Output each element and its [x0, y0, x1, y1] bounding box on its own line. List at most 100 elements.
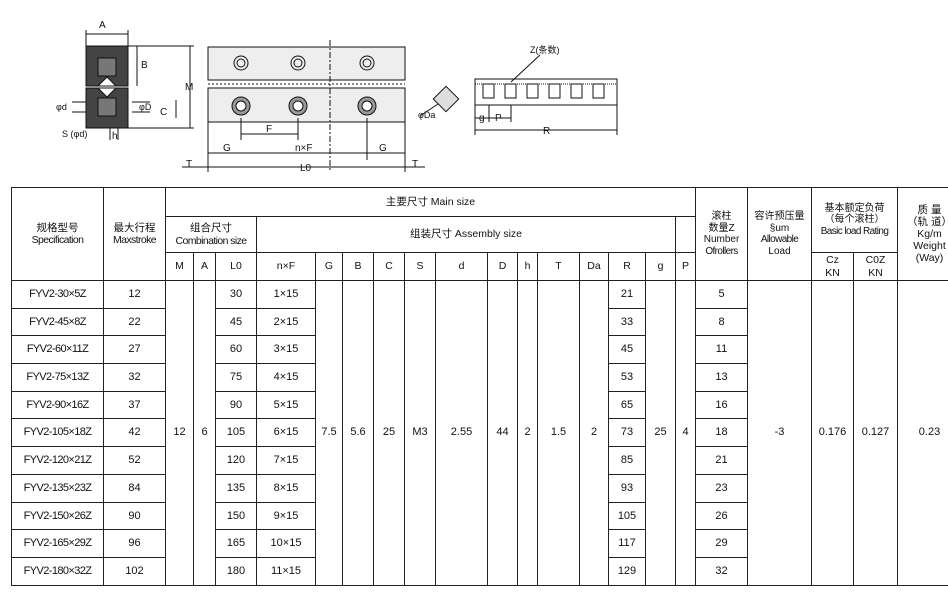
cell-L0: 165 [215, 529, 257, 558]
cell-D: 44 [487, 280, 518, 586]
header-rating-cn2: （每个滚柱） [824, 214, 885, 226]
cell-Z: 29 [695, 529, 749, 558]
cell-spec: FYV2-75×13Z [11, 363, 104, 392]
col-Cz-unit: KN [825, 266, 840, 279]
cell-L0: 135 [215, 473, 257, 503]
col-D: D [487, 252, 518, 281]
header-mass-cn2: （轨 道） [907, 215, 948, 228]
header-rollers-en2: Ofrollers [705, 245, 738, 257]
label-P: P [495, 113, 502, 124]
spec-table: 规格型号 Specification 最大行程 Maxstroke 主要尺寸 M… [11, 187, 948, 586]
cell-M: 12 [165, 280, 194, 586]
cell-L0: 45 [215, 307, 257, 337]
cell-preload: -3 [747, 280, 813, 586]
col-h: h [517, 252, 538, 281]
technical-drawings: A B M C φd φD S (φd) h [0, 0, 948, 185]
header-rating-cn: 基本额定负荷 [824, 202, 885, 214]
label-L0: L0 [300, 163, 312, 174]
cell-R: 85 [608, 446, 646, 475]
header-stroke-cn: 最大行程 [113, 221, 156, 234]
header-combination-en: Combination size [175, 234, 248, 247]
cell-spec: FYV2-90×16Z [11, 390, 104, 420]
cell-stroke: 90 [103, 501, 166, 531]
cell-stroke: 102 [103, 556, 166, 586]
cell-nF: 5×15 [256, 390, 316, 420]
col-A: A [193, 252, 216, 281]
drawing-canvas: A B M C φd φD S (φd) h [56, 20, 618, 174]
col-P: P [674, 252, 697, 281]
cell-d: 2.55 [435, 280, 488, 586]
cell-stroke: 22 [103, 307, 166, 337]
cell-spec: FYV2-135×23Z [11, 473, 104, 503]
header-spec-en: Specification [31, 234, 84, 246]
cell-nF: 11×15 [256, 556, 316, 586]
cell-Z: 21 [695, 446, 749, 475]
header-mass: 质 量 （轨 道） Kg/m Weight (Way) [897, 187, 948, 281]
header-preload: 容许预压量 §um Allowable Load [747, 187, 813, 281]
cell-mass: 0.23 [897, 280, 948, 586]
cell-spec: FYV2-45×8Z [11, 307, 104, 337]
label-B: B [141, 60, 148, 71]
col-Cz-label: Cz [826, 254, 839, 267]
cell-spec: FYV2-60×11Z [11, 335, 104, 365]
header-assembly: 组装尺寸 Assembly size [256, 216, 676, 253]
label-A: A [99, 20, 106, 31]
label-S: S (φd) [62, 129, 87, 139]
col-Da: Da [579, 252, 609, 281]
cell-spec: FYV2-165×29Z [11, 529, 104, 558]
cell-nF: 9×15 [256, 501, 316, 531]
col-nF: n×F [256, 252, 316, 281]
cell-Z: 18 [695, 418, 749, 448]
header-rollers-en1: Number [703, 234, 740, 245]
cell-C0z: 0.127 [853, 280, 899, 586]
cell-R: 93 [608, 473, 646, 503]
cell-R: 105 [608, 501, 646, 531]
cell-Z: 13 [695, 363, 749, 392]
header-combination: 组合尺寸 Combination size [165, 216, 257, 253]
cell-spec: FYV2-30×5Z [11, 280, 104, 309]
label-C: C [160, 107, 167, 118]
cell-A: 6 [193, 280, 216, 586]
label-G-left: G [223, 143, 231, 154]
header-spec-cn: 规格型号 [36, 221, 79, 234]
header-mass-unit: Kg/m [917, 227, 942, 240]
cell-Da: 2 [579, 280, 609, 586]
cell-T: 1.5 [537, 280, 580, 586]
header-mass-cn: 质 量 [917, 203, 942, 216]
label-D: φD [139, 102, 152, 112]
cell-spec: FYV2-150×26Z [11, 501, 104, 531]
cell-B: 5.6 [342, 280, 374, 586]
col-R: R [608, 252, 646, 281]
col-G: G [315, 252, 343, 281]
col-S: S [404, 252, 436, 281]
col-B: B [342, 252, 374, 281]
header-rating: 基本额定负荷 （每个滚柱） Basic load Rating [811, 187, 899, 253]
cell-R: 53 [608, 363, 646, 392]
side-view-drawing [182, 40, 425, 172]
cell-nF: 6×15 [256, 418, 316, 448]
cell-stroke: 37 [103, 390, 166, 420]
roller-detail-drawing [419, 85, 460, 117]
cell-nF: 7×15 [256, 446, 316, 475]
label-h: h [112, 131, 118, 142]
col-C0z-label: C0Z [865, 254, 886, 267]
header-spec: 规格型号 Specification [11, 187, 104, 281]
cell-C: 25 [373, 280, 405, 586]
cell-L0: 90 [215, 390, 257, 420]
cell-L0: 150 [215, 501, 257, 531]
cell-stroke: 42 [103, 418, 166, 448]
cell-L0: 120 [215, 446, 257, 475]
col-d: d [435, 252, 488, 281]
cell-L0: 180 [215, 556, 257, 586]
